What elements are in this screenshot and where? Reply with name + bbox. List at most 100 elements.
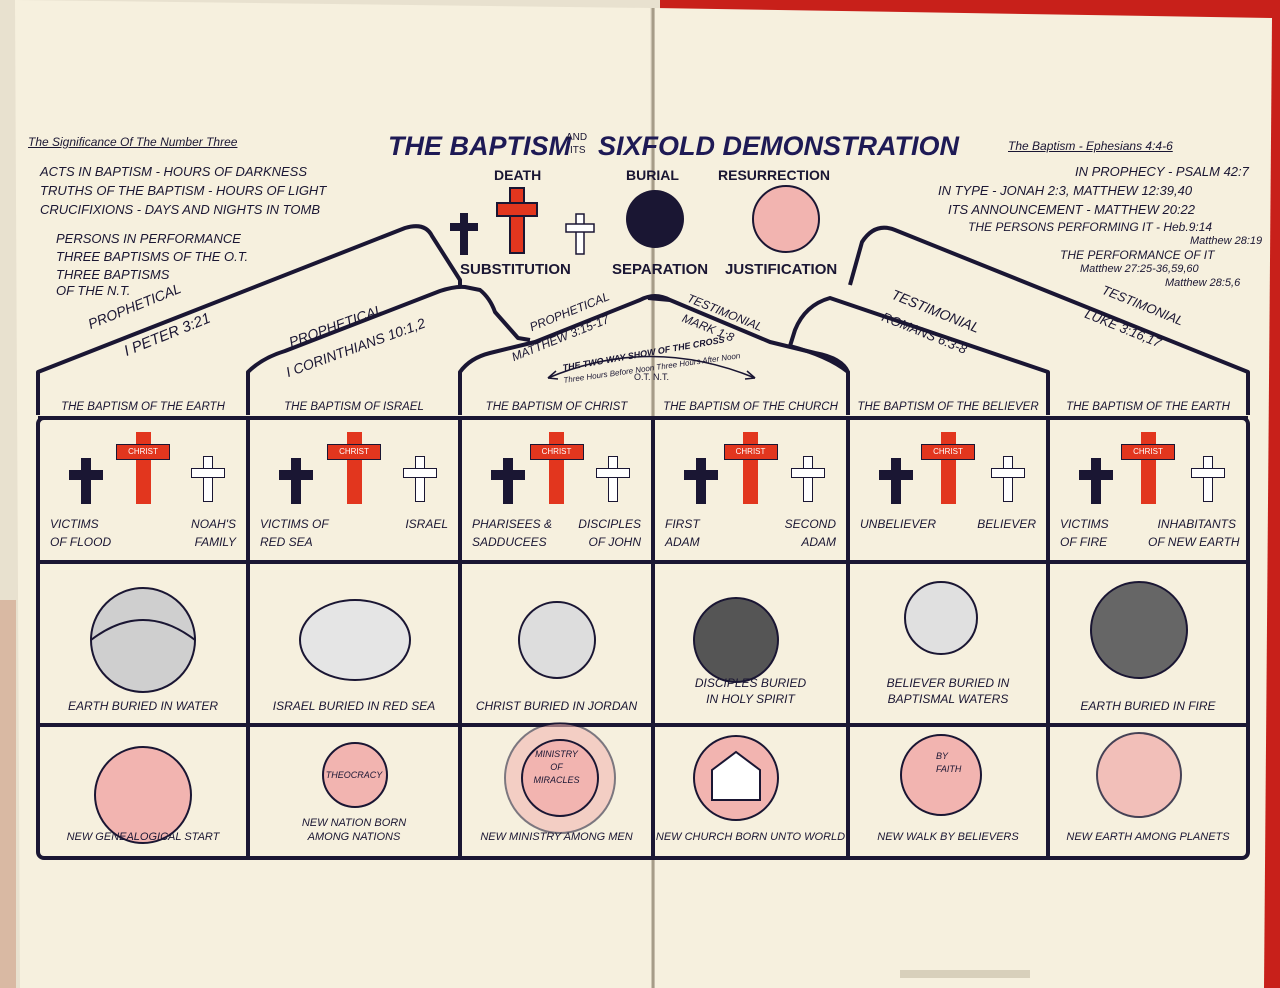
justification-label: JUSTIFICATION [725, 261, 838, 278]
right-note-line: Matthew 28:19 [1190, 235, 1263, 247]
burial-caption: BELIEVER BURIED IN [886, 676, 1010, 690]
left-note-line: ACTS IN BAPTISM - HOURS OF DARKNESS [40, 164, 308, 179]
right-note-line: THE PERFORMANCE OF IT [1060, 248, 1215, 262]
right-note-line: IN TYPE - JONAH 2:3, MATTHEW 12:39,40 [938, 183, 1193, 198]
left-group-label: ADAM [665, 535, 700, 549]
new-birth-caption: NEW WALK BY BELIEVERS [877, 831, 1019, 843]
black-cross-icon [879, 458, 913, 504]
right-group-label: OF NEW EARTH [1148, 535, 1240, 549]
column-header: THE BAPTISM OF ISRAEL [284, 401, 424, 413]
left-group-label: UNBELIEVER [860, 517, 937, 531]
black-cross-icon [279, 458, 313, 504]
ot-nt-label: O.T. N.T. [634, 372, 670, 382]
white-cross-icon [791, 456, 825, 502]
left-group-label: VICTIMS [1060, 517, 1109, 531]
black-cross-icon [684, 458, 718, 504]
substitution-label: SUBSTITUTION [460, 261, 571, 278]
burial-caption: ISRAEL BURIED IN RED SEA [272, 699, 436, 713]
left-group-label: PHARISEES & [472, 517, 553, 531]
left-note-line: CRUCIFIXIONS - DAYS AND NIGHTS IN TOMB [40, 202, 321, 217]
column-header: THE BAPTISM OF CHRIST [485, 401, 628, 413]
column-header: THE BAPTISM OF THE EARTH [1066, 401, 1230, 413]
white-cross-icon [1191, 456, 1225, 502]
emblem-label: MIRACLES [533, 775, 580, 785]
black-cross-icon [491, 458, 525, 504]
right-group-label: INHABITANTS [1157, 517, 1236, 531]
emblem-label: FAITH [936, 764, 962, 774]
new-birth-caption: AMONG NATIONS [307, 831, 401, 843]
burial-caption: BAPTISMAL WATERS [887, 692, 1009, 706]
burial-caption: DISCIPLES BURIED [694, 676, 807, 690]
burial-caption: IN HOLY SPIRIT [706, 692, 795, 706]
right-note-line: Matthew 28:5,6 [1165, 277, 1241, 289]
title-and: AND [566, 132, 588, 143]
white-cross-icon [403, 456, 437, 502]
title-right: SIXFOLD DEMONSTRATION [598, 131, 959, 161]
burial-label: BURIAL [626, 167, 679, 183]
white-cross-icon [191, 456, 225, 502]
right-note-line: THE PERSONS PERFORMING IT - Heb.9:14 [968, 220, 1213, 234]
left-group-label: RED SEA [260, 535, 313, 549]
column-header: THE BAPTISM OF THE EARTH [61, 401, 225, 413]
right-group-label: FAMILY [194, 535, 236, 549]
christ-label: CHRIST [735, 447, 766, 456]
left-note-line: TRUTHS OF THE BAPTISM - HOURS OF LIGHT [40, 183, 327, 198]
right-group-label: ADAM [801, 535, 836, 549]
left-group-label: OF FIRE [1060, 535, 1108, 549]
column-header: THE BAPTISM OF THE CHURCH [663, 401, 838, 413]
red-cross-icon: CHRIST [1121, 432, 1175, 504]
christ-label: CHRIST [933, 447, 963, 456]
new-birth-caption: NEW NATION BORN [301, 817, 407, 829]
right-note-heading: The Baptism - Ephesians 4:4-6 [1008, 139, 1173, 153]
christ-label: CHRIST [128, 447, 158, 456]
left-group-label: OF FLOOD [50, 535, 112, 549]
red-cross-icon: CHRIST [723, 432, 778, 504]
burial-caption: CHRIST BURIED IN JORDAN [475, 699, 638, 713]
left-note-line: THREE BAPTISMS [56, 267, 170, 282]
right-group-label: SECOND [784, 517, 836, 531]
white-cross-icon [991, 456, 1025, 502]
left-group-label: VICTIMS OF [260, 517, 329, 531]
left-group-label: FIRST [665, 517, 700, 531]
title-left: THE BAPTISM [388, 131, 572, 161]
separation-label: SEPARATION [612, 261, 709, 278]
right-note-line: Matthew 27:25-36,59,60 [1080, 263, 1199, 275]
red-cross-icon: CHRIST [529, 432, 584, 504]
title-its: ITS [570, 145, 586, 156]
right-note-line: IN PROPHECY - PSALM 42:7 [1075, 164, 1249, 179]
black-cross-icon [69, 458, 103, 504]
black-cross-icon [1079, 458, 1113, 504]
burial-caption: EARTH BURIED IN FIRE [1080, 699, 1216, 713]
new-birth-caption: NEW CHURCH BORN UNTO WORLD [655, 831, 846, 843]
right-group-label: ISRAEL [405, 517, 448, 531]
burial-caption: EARTH BURIED IN WATER [67, 699, 219, 713]
left-note-heading: The Significance Of The Number Three [28, 135, 238, 149]
emblem-label: MINISTRY [535, 749, 578, 759]
new-birth-caption: NEW MINISTRY AMONG MEN [480, 831, 633, 843]
christ-label: CHRIST [541, 447, 572, 456]
emblem-label: BY [936, 751, 949, 761]
red-cross-icon: CHRIST [116, 432, 170, 504]
christ-label: CHRIST [1133, 447, 1163, 456]
right-note-line: ITS ANNOUNCEMENT - MATTHEW 20:22 [948, 202, 1196, 217]
left-note-line: OF THE N.T. [56, 283, 131, 298]
resurrection-label: RESURRECTION [718, 167, 831, 183]
left-group-label: SADDUCEES [472, 535, 547, 549]
christ-label: CHRIST [339, 447, 369, 456]
right-group-label: DISCIPLES [578, 517, 641, 531]
new-birth-caption: NEW EARTH AMONG PLANETS [1066, 831, 1230, 843]
column-header: THE BAPTISM OF THE BELIEVER [857, 401, 1039, 413]
right-group-label: BELIEVER [977, 517, 1036, 531]
red-cross-icon: CHRIST [327, 432, 381, 504]
left-group-label: VICTIMS [50, 517, 99, 531]
emblem-label: THEOCRACY [325, 770, 383, 780]
red-cross-icon: CHRIST [921, 432, 975, 504]
new-birth-caption: NEW GENEALOGICAL START [66, 831, 220, 843]
right-group-label: OF JOHN [588, 535, 641, 549]
white-cross-icon [596, 456, 630, 502]
emblem-label: OF [550, 762, 563, 772]
death-label: DEATH [494, 167, 542, 183]
left-note-line: PERSONS IN PERFORMANCE [56, 231, 241, 246]
